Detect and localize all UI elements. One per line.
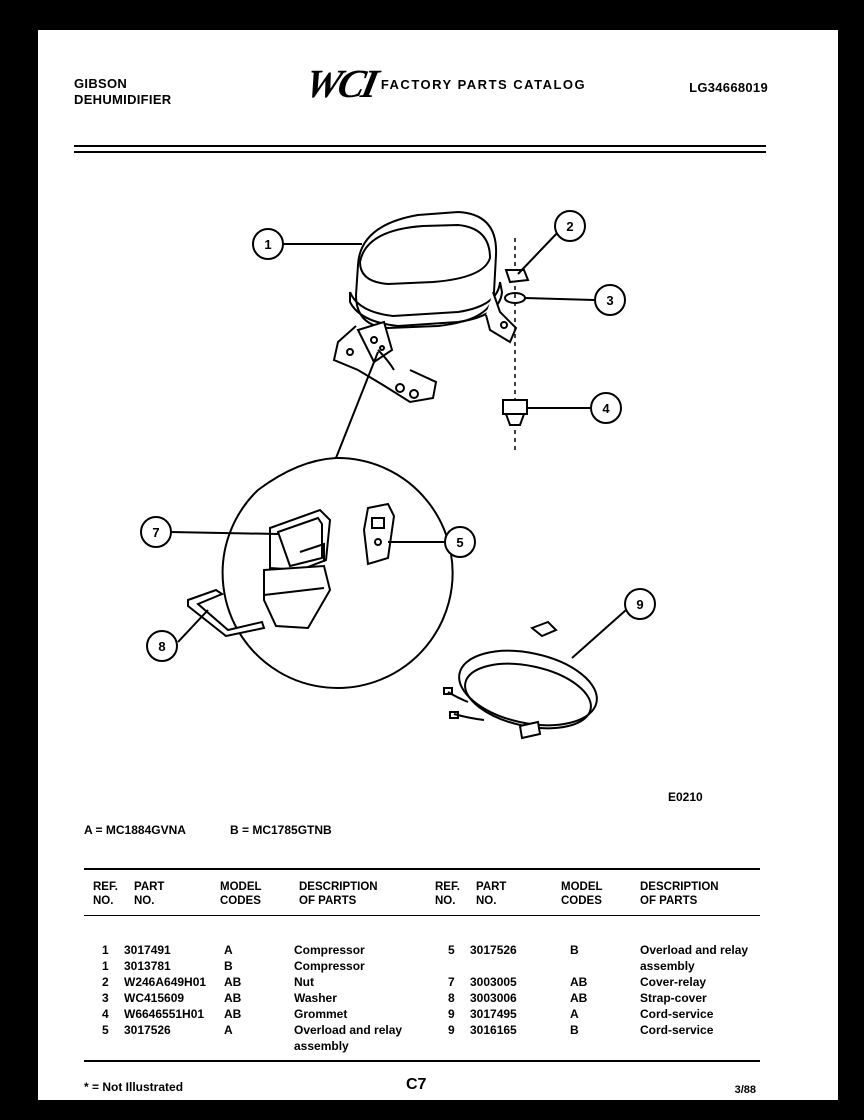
table-rule-header [84, 915, 760, 916]
service-cord-illustration [443, 620, 598, 740]
header-ref-right: REF.NO. [435, 881, 460, 907]
callout-2: 2 [566, 219, 573, 234]
page-number: C7 [406, 1076, 427, 1093]
brand-name: GIBSON [74, 76, 128, 91]
header-rule-top [74, 145, 766, 147]
compressor-illustration [332, 210, 518, 404]
callout-4: 4 [602, 401, 610, 416]
parts-diagram: 1 2 3 4 5 7 8 9 [140, 210, 656, 740]
header-rule-bottom [74, 151, 766, 153]
callout-1: 1 [264, 237, 271, 252]
callout-8: 8 [158, 639, 165, 654]
catalog-page: GIBSON DEHUMIDIFIER WCI FACTORY PARTS CA… [38, 30, 838, 1100]
callout-5: 5 [456, 535, 463, 550]
relay-cover-illustration [263, 508, 332, 630]
logo-block: WCI FACTORY PARTS CATALOG [301, 61, 587, 106]
callout-7: 7 [152, 525, 159, 540]
callout-3: 3 [606, 293, 613, 308]
not-illustrated-note: * = Not Illustrated [84, 1080, 184, 1094]
model-code-a: A = MC1884GVNA [84, 823, 186, 837]
revision-date: 3/88 [734, 1084, 756, 1096]
product-type: DEHUMIDIFIER [74, 92, 172, 107]
table-rule-top [84, 868, 760, 870]
catalog-title: FACTORY PARTS CATALOG [380, 76, 587, 92]
table-rule-bottom [84, 1060, 760, 1062]
callout-9: 9 [636, 597, 643, 612]
header-ref-left: REF.NO. [93, 881, 118, 907]
catalog-number: LG34668019 [689, 80, 768, 95]
brand-block: GIBSON DEHUMIDIFIER [74, 76, 172, 108]
model-code-b: B = MC1785GTNB [230, 823, 332, 837]
diagram-code: E0210 [668, 790, 703, 804]
